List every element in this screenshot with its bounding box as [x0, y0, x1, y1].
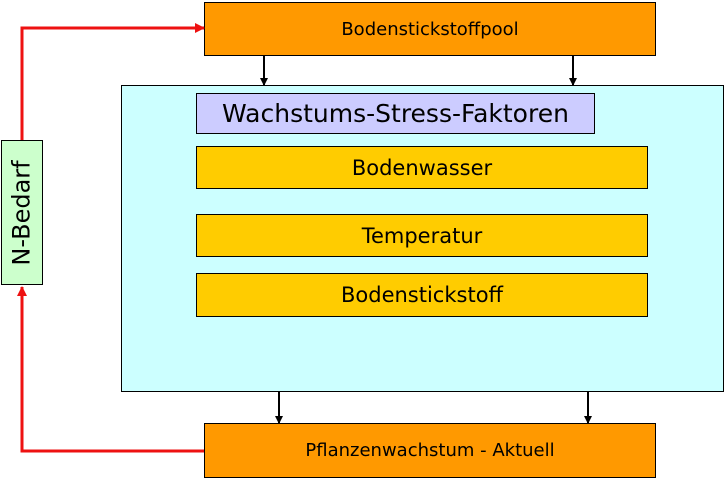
factor-box-soil-nitrogen: Bodenstickstoff [196, 273, 648, 317]
soil-nitrogen-pool-label: Bodenstickstoffpool [341, 18, 519, 40]
factor-label-temperature: Temperatur [361, 223, 483, 248]
n-demand-label: N-Bedarf [8, 159, 36, 266]
soil-nitrogen-pool-box: Bodenstickstoffpool [204, 2, 656, 56]
stress-factors-title: Wachstums-Stress-Faktoren [222, 99, 569, 128]
plant-growth-label: Pflanzenwachstum - Aktuell [305, 440, 555, 461]
n-demand-box: N-Bedarf [1, 140, 43, 285]
factor-label-soil-nitrogen: Bodenstickstoff [340, 283, 504, 307]
stress-factors-title-box: Wachstums-Stress-Faktoren [196, 93, 595, 134]
factor-box-temperature: Temperatur [196, 214, 648, 257]
factor-box-soil-water: Bodenwasser [196, 146, 648, 189]
plant-growth-box: Pflanzenwachstum - Aktuell [204, 423, 656, 478]
factor-label-soil-water: Bodenwasser [351, 155, 493, 180]
